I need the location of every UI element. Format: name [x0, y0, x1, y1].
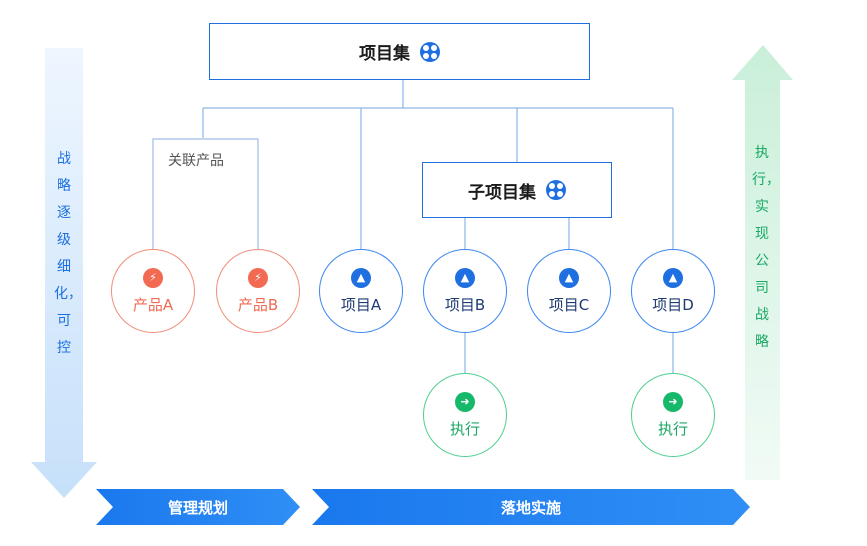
rocket-icon: ▲	[351, 267, 371, 288]
project-a-label: 项目A	[340, 295, 382, 314]
right-side-text: 执行，实现公司战略	[752, 145, 780, 350]
project-b-label: 项目B	[444, 295, 486, 314]
related-products-bracket	[152, 138, 259, 249]
project-d-label: 项目D	[652, 295, 694, 314]
grid-icon	[546, 180, 566, 200]
program-box[interactable]: 项目集	[209, 23, 590, 80]
rocket-icon: ▲	[663, 267, 683, 288]
left-down-arrow	[31, 48, 97, 498]
rocket-icon: ▲	[559, 267, 579, 288]
execution-label: 执行	[657, 419, 688, 438]
execution-label: 执行	[449, 419, 480, 438]
project-a-node[interactable]: ▲ 项目A	[319, 249, 403, 333]
project-c-node[interactable]: ▲ 项目C	[527, 249, 611, 333]
right-up-arrow	[732, 45, 793, 480]
runner-icon: ➜	[455, 391, 475, 412]
banner-right-shape	[312, 489, 750, 525]
bolt-icon: ⚡	[143, 267, 163, 288]
runner-icon: ➜	[663, 391, 683, 412]
left-side-text: 战略逐级细化，可控	[54, 151, 82, 356]
sub-program-box[interactable]: 子项目集	[422, 162, 612, 218]
banner-management-planning: 管理规划	[167, 498, 228, 517]
project-d-node[interactable]: ▲ 项目D	[631, 249, 715, 333]
product-a-node[interactable]: ⚡ 产品A	[111, 249, 195, 333]
banner-left-shape	[96, 489, 300, 525]
execution-node-b[interactable]: ➜ 执行	[423, 373, 507, 457]
product-a-label: 产品A	[132, 295, 174, 314]
bolt-icon: ⚡	[248, 267, 268, 288]
rocket-icon: ▲	[455, 267, 475, 288]
product-b-label: 产品B	[237, 295, 279, 314]
related-products-label: 关联产品	[168, 153, 224, 169]
project-c-label: 项目C	[548, 295, 590, 314]
banner-implementation: 落地实施	[500, 498, 561, 517]
product-b-node[interactable]: ⚡ 产品B	[216, 249, 300, 333]
program-title: 项目集	[359, 44, 410, 64]
connector-lines	[202, 80, 674, 373]
sub-program-title: 子项目集	[468, 182, 536, 203]
execution-node-d[interactable]: ➜ 执行	[631, 373, 715, 457]
project-b-node[interactable]: ▲ 项目B	[423, 249, 507, 333]
grid-icon	[420, 41, 440, 62]
